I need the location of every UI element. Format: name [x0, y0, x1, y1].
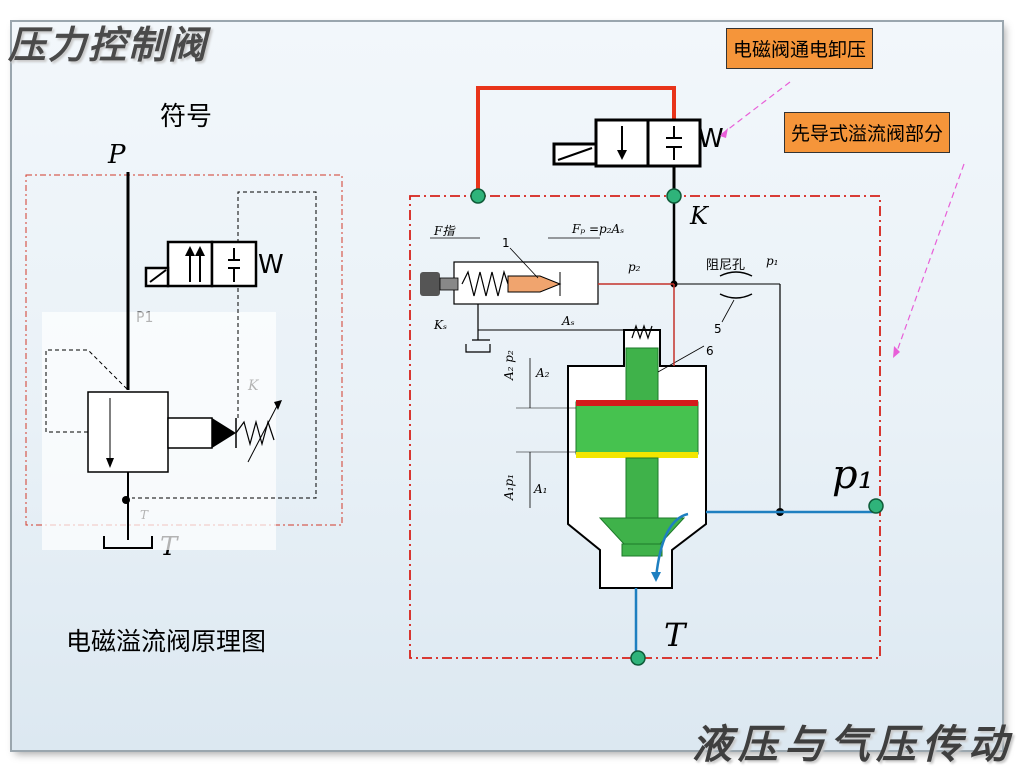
spool-piston — [575, 401, 699, 455]
t-port-label: T — [664, 616, 686, 654]
pilot-chamber — [167, 417, 213, 449]
part-1-label: 1 — [502, 236, 510, 250]
part-6-label: 6 — [706, 344, 714, 358]
port-p-label: P — [108, 140, 126, 170]
ks-label: Kₛ — [434, 318, 448, 332]
callout-solenoid-unload: 电磁阀通电卸压 — [726, 28, 874, 69]
port-dot-p1 — [868, 498, 884, 514]
damper-arc-bottom — [719, 293, 753, 299]
spool-tip — [621, 543, 663, 557]
callout-arrow-2 — [895, 163, 965, 355]
pilot-spring — [461, 269, 509, 297]
p2-label: p₂ — [628, 260, 641, 274]
coil-diagonal-right — [557, 147, 593, 161]
solenoid-arrowhead-b — [195, 246, 205, 256]
pilot-dashed-line — [45, 349, 129, 433]
coil-diagonal-left — [149, 269, 167, 283]
p1-top-label: p₁ — [766, 254, 779, 268]
flow-arrow — [654, 512, 689, 579]
w-label-right: W — [698, 124, 724, 154]
tank-symbol — [103, 536, 153, 549]
adjust-screw — [439, 277, 459, 291]
w-label-left: W — [258, 250, 284, 280]
adjust-arrow — [247, 403, 279, 463]
damping-hole-label: 阻尼孔 — [706, 258, 746, 273]
symbol-boundary — [25, 174, 343, 526]
relief-valve-box — [87, 391, 169, 473]
p1-port-label: p₁ — [832, 452, 874, 498]
symbol-heading: 符号 — [160, 102, 213, 132]
spool-stem-bottom — [625, 457, 659, 519]
spool-stem-top — [625, 347, 659, 405]
f-zhi-label: F指 — [434, 224, 455, 238]
adjust-arrow-head — [274, 400, 282, 410]
pilot-cone-valve — [507, 275, 562, 293]
spool-bottom-band — [576, 452, 698, 458]
solenoid-right-arrowhead — [617, 150, 627, 160]
leader-6 — [657, 345, 705, 373]
fp-eq-label: Fₚ =p₂Aₛ — [572, 222, 625, 236]
adjust-knob — [420, 272, 440, 296]
damper-arc-top — [719, 271, 753, 277]
spring-symbol — [235, 419, 275, 447]
port-dot-k — [666, 188, 682, 204]
callout-arrowhead-1 — [720, 128, 728, 138]
callout-arrow-1 — [721, 81, 791, 135]
main-spring — [631, 324, 653, 340]
pilot-cone — [212, 418, 236, 448]
diagram-caption: 电磁溢流阀原理图 — [66, 627, 267, 656]
port-dot-t — [630, 650, 646, 666]
part-5-label: 5 — [714, 322, 722, 336]
a2-label: A₂ — [536, 366, 550, 380]
spool-top-band — [576, 400, 698, 406]
leader-5 — [721, 299, 735, 323]
valve-arrow-head — [106, 458, 114, 468]
flow-arrowhead — [651, 572, 661, 582]
pilot-drain-tank — [465, 344, 491, 353]
solenoid-arrowhead-a — [185, 246, 195, 256]
a1-label: A₁ — [534, 482, 548, 496]
book-title: 液压与气压传动 — [692, 721, 1014, 768]
pilot-drain — [472, 304, 490, 341]
as-label: Aₛ — [562, 314, 575, 328]
leader-1 — [509, 247, 539, 279]
callout-arrowhead-2 — [893, 346, 900, 358]
t-junction — [122, 496, 130, 504]
k-label: K — [690, 202, 708, 230]
page-title: 压力控制阀 — [8, 22, 209, 67]
callout-pilot-part: 先导式溢流阀部分 — [784, 112, 951, 153]
port-dot-left — [470, 188, 486, 204]
